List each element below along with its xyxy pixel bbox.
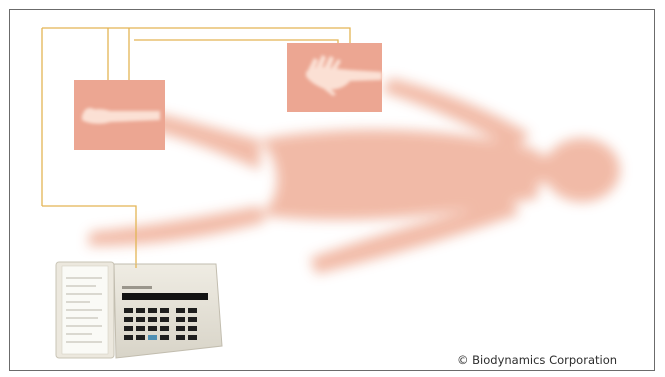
impedance-analyzer-icon [56, 262, 222, 358]
forearm-panel [74, 80, 165, 150]
hand-panel [287, 43, 382, 112]
illustration [10, 10, 655, 371]
copyright-credit: © Biodynamics Corporation [457, 353, 617, 367]
image-frame: © Biodynamics Corporation [9, 9, 655, 371]
